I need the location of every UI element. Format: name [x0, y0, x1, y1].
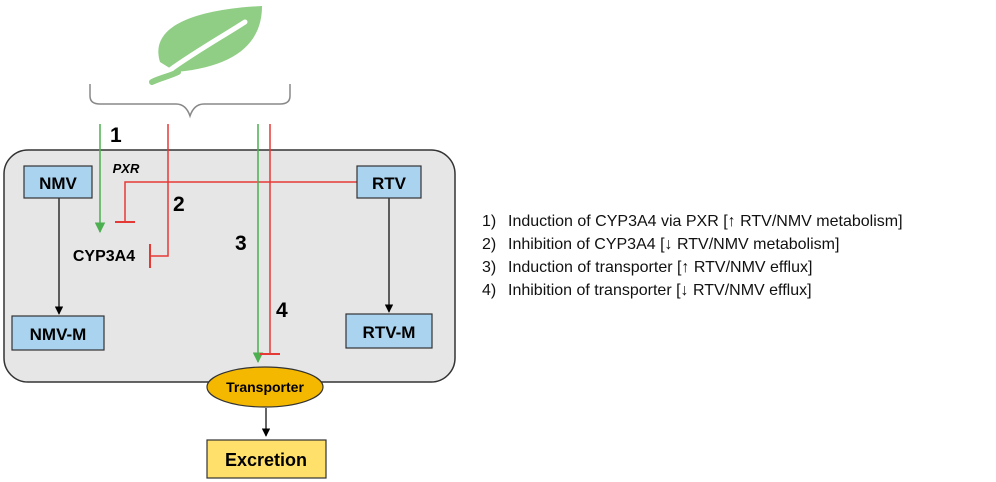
step-number-3: 3 — [235, 232, 247, 255]
nmv-node: NMV — [23, 165, 93, 199]
legend-item: 4) Inhibition of transporter [↓ RTV/NMV … — [482, 279, 992, 302]
legend-number: 4) — [482, 282, 497, 299]
svg-text:NMV: NMV — [39, 174, 77, 193]
svg-text:RTV-M: RTV-M — [363, 323, 416, 342]
svg-text:Transporter: Transporter — [226, 379, 304, 395]
rtv-inhibition-line — [124, 181, 357, 222]
legend-text: Induction of CYP3A4 via PXR [↑ RTV/NMV m… — [508, 213, 903, 230]
legend: 1) Induction of CYP3A4 via PXR [↑ RTV/NM… — [482, 210, 992, 302]
legend-item: 3) Induction of transporter [↑ RTV/NMV e… — [482, 256, 992, 279]
rtv-m-node: RTV-M — [345, 313, 433, 349]
excretion-node: Excretion — [206, 439, 327, 479]
step-number-4: 4 — [276, 299, 288, 322]
svg-text:NMV-M: NMV-M — [30, 325, 87, 344]
legend-item: 2) Inhibition of CYP3A4 [↓ RTV/NMV metab… — [482, 233, 992, 256]
transporter-node: Transporter — [206, 366, 324, 408]
step-number-2: 2 — [173, 193, 185, 216]
svg-text:RTV: RTV — [372, 174, 407, 193]
curly-brace — [89, 84, 291, 119]
cyp3a4-label: CYP3A4 — [73, 248, 135, 265]
legend-text: Inhibition of transporter [↓ RTV/NMV eff… — [508, 282, 812, 299]
legend-number: 1) — [482, 213, 497, 230]
leaf-icon — [149, 6, 262, 85]
legend-number: 2) — [482, 236, 497, 253]
svg-text:Excretion: Excretion — [225, 450, 307, 470]
legend-number: 3) — [482, 259, 497, 276]
nmv-m-node: NMV-M — [11, 315, 105, 351]
pxr-label: PXR — [113, 161, 140, 176]
legend-text: Induction of transporter [↑ RTV/NMV effl… — [508, 259, 813, 276]
legend-item: 1) Induction of CYP3A4 via PXR [↑ RTV/NM… — [482, 210, 992, 233]
step-number-1: 1 — [110, 124, 122, 147]
legend-text: Inhibition of CYP3A4 [↓ RTV/NMV metaboli… — [508, 236, 840, 253]
interaction-diagram: NMV RTV NMV-M RTV-M CYP3A4 PXR 1 2 3 4 T… — [3, 6, 456, 479]
inhibition-line-2 — [150, 124, 169, 257]
rtv-node: RTV — [356, 165, 422, 199]
